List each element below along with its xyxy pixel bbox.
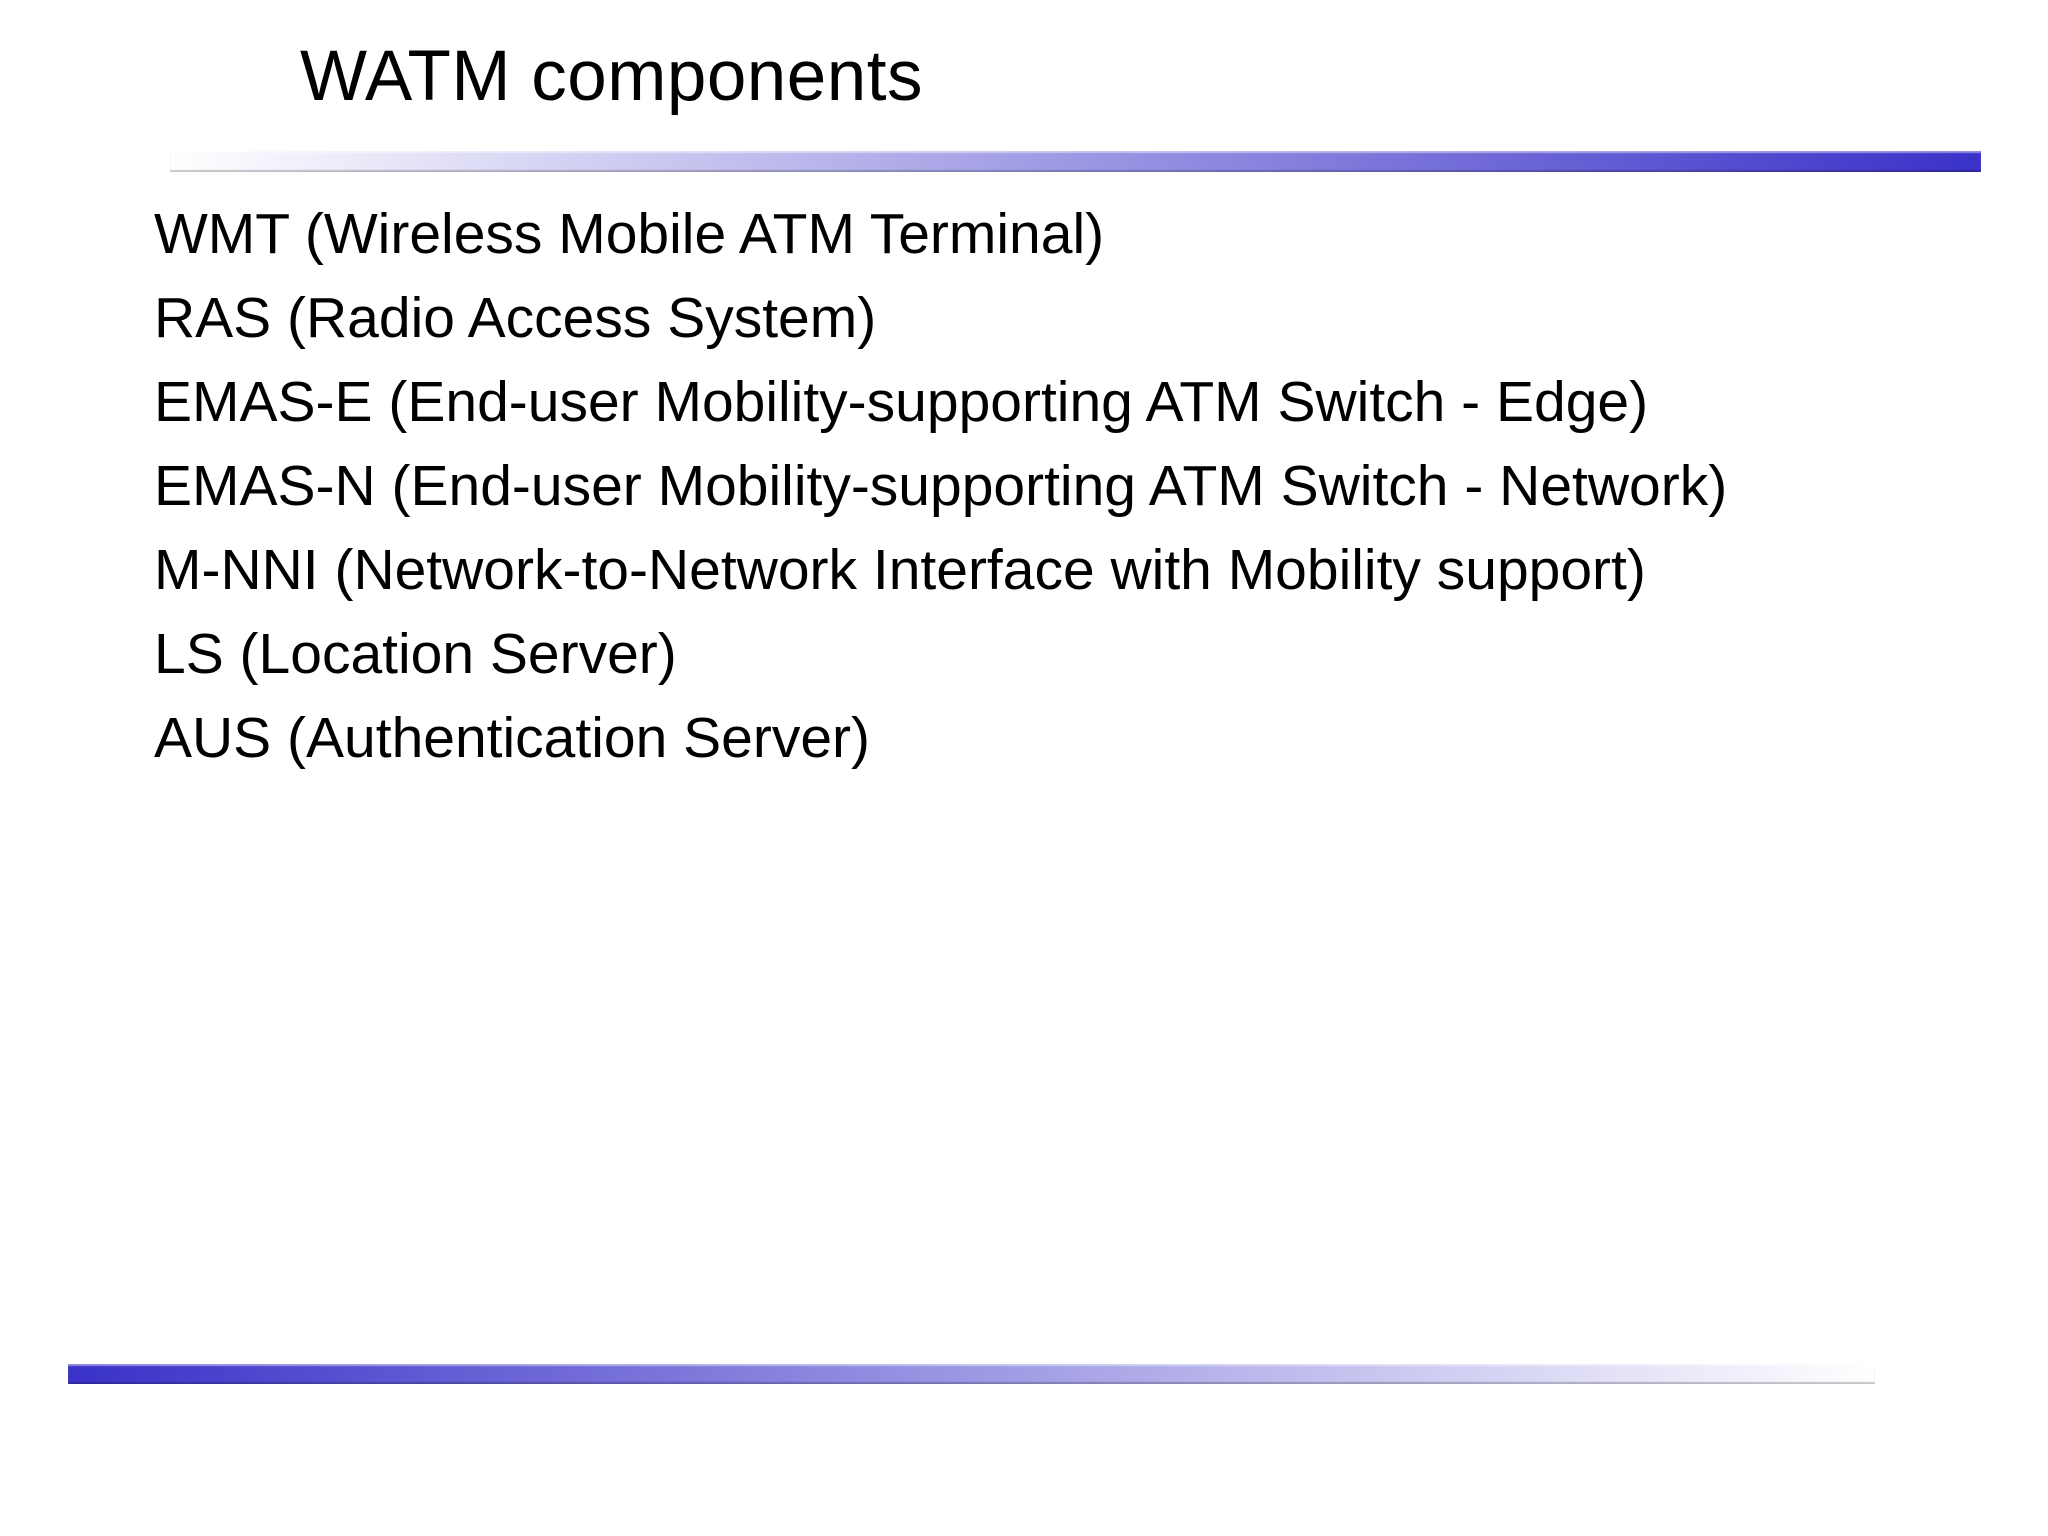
component-list: WMT (Wireless Mobile ATM Terminal) RAS (… — [154, 192, 1727, 780]
list-item: WMT (Wireless Mobile ATM Terminal) — [154, 202, 1105, 266]
title-divider-bar — [170, 151, 1981, 172]
list-item: EMAS-E (End-user Mobility-supporting ATM… — [154, 370, 1649, 434]
slide-title: WATM components — [300, 37, 923, 116]
list-item: RAS (Radio Access System) — [154, 286, 877, 350]
list-item: AUS (Authentication Server) — [154, 706, 870, 770]
list-item: EMAS-N (End-user Mobility-supporting ATM… — [154, 454, 1728, 518]
list-item: LS (Location Server) — [154, 622, 677, 686]
list-item: M-NNI (Network-to-Network Interface with… — [154, 538, 1646, 602]
footer-divider-bar — [68, 1364, 1875, 1384]
